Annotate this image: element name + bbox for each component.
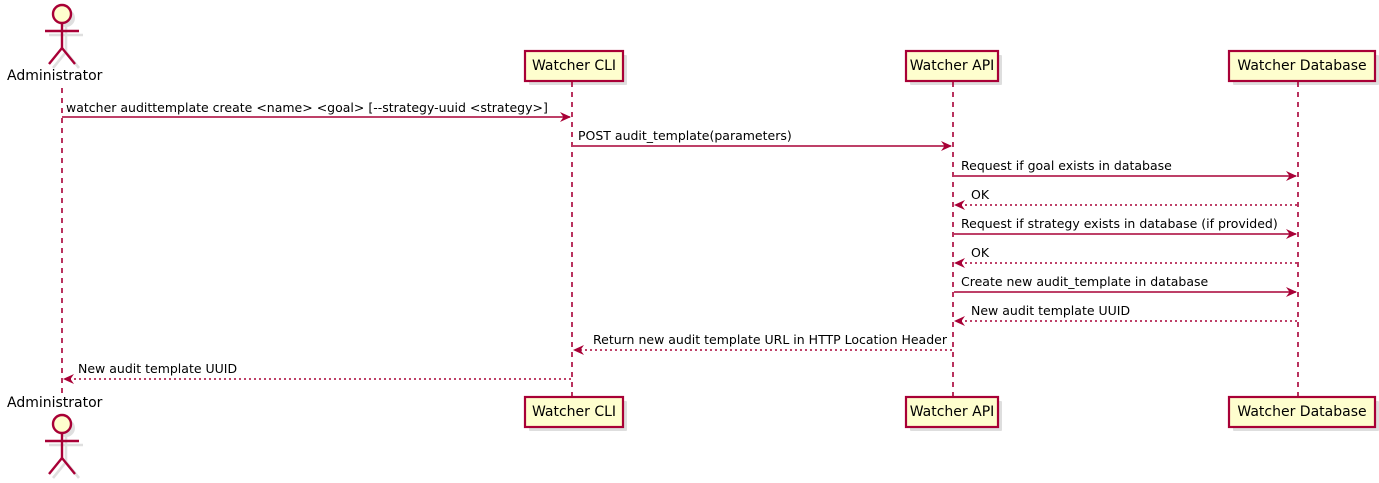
participant-box-watcher-cli-bottom xyxy=(523,395,625,429)
participant-box-watcher-api-bottom xyxy=(904,395,1000,429)
message-label-1: POST audit_template(parameters) xyxy=(578,128,792,143)
participant-label-watcher-cli-bottom: Watcher CLI xyxy=(531,404,617,420)
message-arrow-0 xyxy=(62,112,571,122)
participant-label-watcher-database-top: Watcher Database xyxy=(1237,58,1367,74)
message-label-3: OK xyxy=(971,187,990,202)
participant-label-watcher-api-bottom: Watcher API xyxy=(909,404,995,420)
message-label-8: Return new audit template URL in HTTP Lo… xyxy=(593,332,947,347)
participant-box-shadows xyxy=(529,55,1379,431)
message-arrow-5 xyxy=(954,258,1297,268)
message-arrow-7 xyxy=(954,316,1297,326)
actor-label-administrator-bottom: Administrator xyxy=(7,395,103,411)
message-label-2: Request if goal exists in database xyxy=(961,158,1172,173)
message-arrow-2 xyxy=(954,171,1297,181)
participant-box-watcher-db-bottom xyxy=(1227,395,1377,429)
participant-label-watcher-cli-top: Watcher CLI xyxy=(531,58,617,74)
message-label-0: watcher audittemplate create <name> <goa… xyxy=(66,100,548,115)
participant-label-watcher-database-bottom: Watcher Database xyxy=(1237,404,1367,420)
message-label-6: Create new audit_template in database xyxy=(961,274,1209,289)
participant-boxes-top xyxy=(523,49,1377,83)
message-label-5: OK xyxy=(971,245,990,260)
participant-boxes-bottom xyxy=(523,395,1377,429)
lifelines xyxy=(61,82,1299,396)
participant-box-watcher-api-top xyxy=(904,49,1000,83)
actor-head-icon xyxy=(51,413,73,435)
message-arrow-1 xyxy=(573,141,952,151)
participant-box-watcher-db-top xyxy=(1227,49,1377,83)
message-label-7: New audit template UUID xyxy=(971,303,1131,318)
message-arrow-6 xyxy=(954,287,1297,297)
participant-box-watcher-cli-top xyxy=(523,49,625,83)
participant-label-watcher-api-top: Watcher API xyxy=(909,58,995,74)
message-arrow-3 xyxy=(954,200,1297,210)
actor-label-administrator-top: Administrator xyxy=(7,68,103,84)
message-label-9: New audit template UUID xyxy=(78,361,238,376)
message-arrows xyxy=(62,112,1297,384)
message-label-4: Request if strategy exists in database (… xyxy=(961,216,1278,231)
message-arrow-9 xyxy=(63,374,571,384)
actor-administrator-top xyxy=(45,3,83,69)
actor-head-icon xyxy=(51,3,73,25)
actor-administrator-bottom xyxy=(45,413,83,479)
message-arrow-4 xyxy=(954,229,1297,239)
